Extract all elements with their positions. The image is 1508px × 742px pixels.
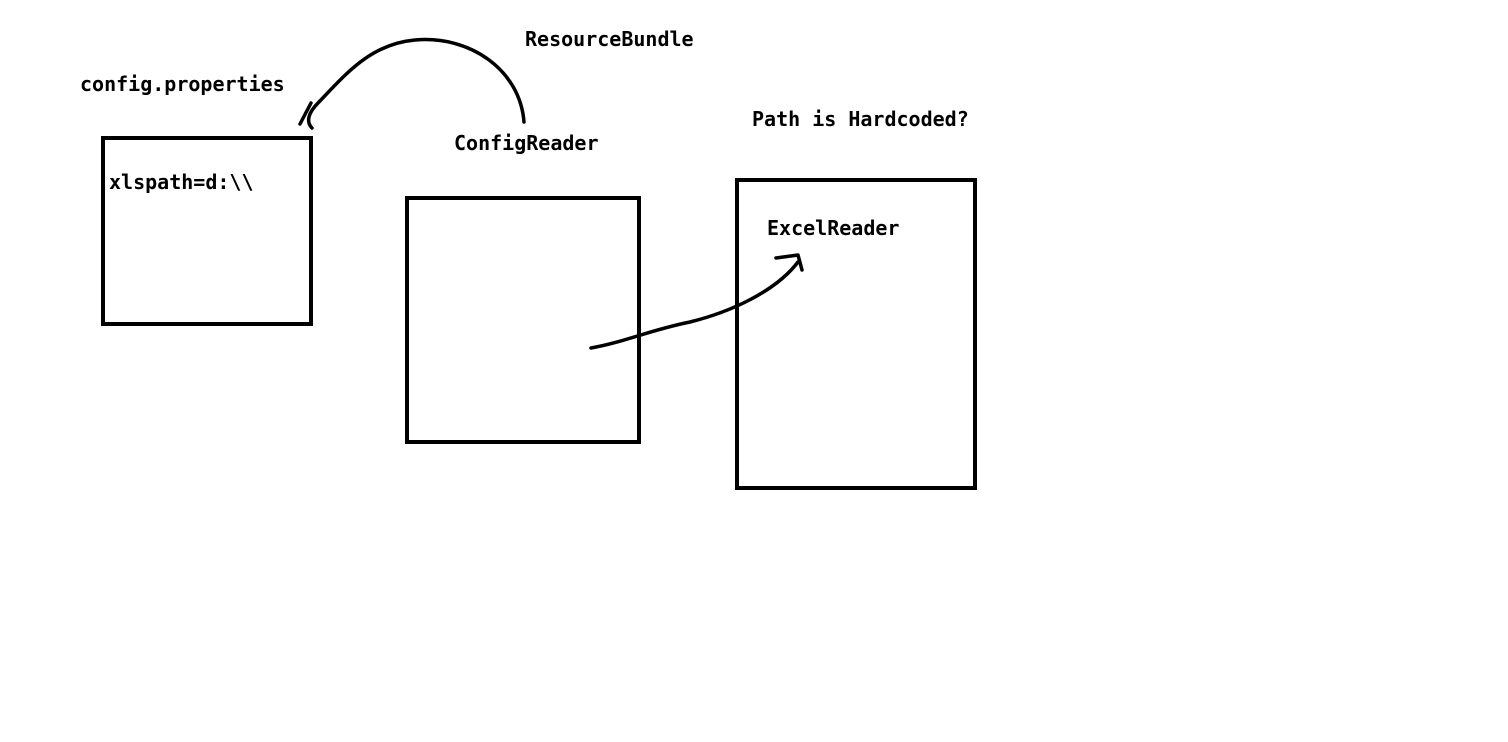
config-to-excel-arrow: [589, 260, 800, 350]
config-reader-label: ConfigReader: [454, 131, 599, 155]
hardcoded-question: Path is Hardcoded?: [752, 107, 969, 131]
excel-reader-box: [735, 178, 977, 490]
xlspath-entry: xlspath=d:\\: [109, 170, 254, 194]
config-to-excel-arrowhead: [774, 253, 804, 272]
config-properties-box: [101, 136, 313, 326]
config-reader-box: [405, 196, 641, 444]
resource-bundle-arrowhead: [298, 101, 313, 126]
config-properties-label: config.properties: [80, 72, 285, 96]
resource-bundle-arrow: [306, 37, 526, 130]
resource-bundle-label: ResourceBundle: [525, 27, 694, 51]
excel-reader-label: ExcelReader: [767, 216, 900, 240]
